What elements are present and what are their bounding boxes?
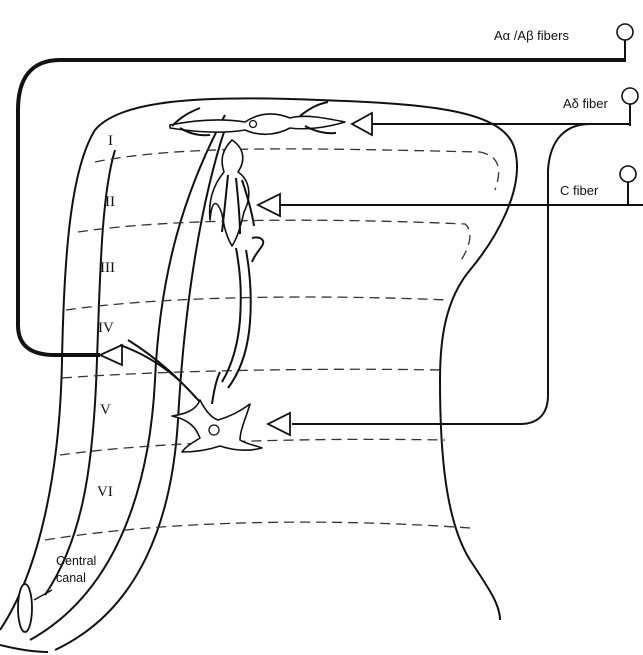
central-canal-label-line-2: canal [56,571,86,585]
lamina-v-dendrite-upper [212,372,220,404]
c-fiber-label: C fiber [560,183,599,198]
lamina-label-iii: III [100,260,115,276]
c-fiber-receptor [620,166,636,206]
lamina-label-vi: VI [97,484,113,500]
lamina-label-i: I [108,133,113,149]
a-alpha-beta-receptor [617,24,633,62]
lamina-ii-neuron [210,140,249,246]
a-delta-terminal-lamina-i [352,113,372,135]
a-delta-receptor [622,88,638,126]
lamina-label-iv: IV [98,320,114,336]
lamina-labels: I II III IV V VI [97,133,115,500]
central-canal-label-line-1: Central [56,554,96,568]
a-delta-fiber-axon-lamina-v [292,124,630,424]
outer-grey-matter-outline [0,98,517,630]
central-canal-pointer [34,590,52,600]
a-delta-fiber: Aδ fiber [268,88,638,435]
c-fiber-terminal [258,194,280,216]
lamina-label-ii: II [105,194,115,210]
a-delta-terminal-lamina-v [268,413,290,435]
a-alpha-beta-fiber-label: Aα /Aβ fibers [494,28,569,43]
lamina-boundary-3 [66,297,448,310]
a-delta-fiber-label: Aδ fiber [563,96,608,111]
lamina-boundary-2 [78,220,470,262]
lamina-v-dendrite-upper-left [120,340,200,402]
lamina-boundary-6 [45,522,470,540]
lamina-label-v: V [100,402,111,418]
inner-white-matter-boundary [45,150,115,595]
a-alpha-beta-terminal [100,345,122,365]
dorsal-horn-outline [0,98,517,652]
lamina-boundary-1 [95,149,499,190]
central-canal-shape [18,584,32,632]
lamina-ii-projection [222,248,241,382]
c-fiber: C fiber [258,166,643,216]
lower-edge [0,645,48,652]
lamina-ii-twig [252,237,263,262]
lamina-boundary-4 [62,369,442,378]
